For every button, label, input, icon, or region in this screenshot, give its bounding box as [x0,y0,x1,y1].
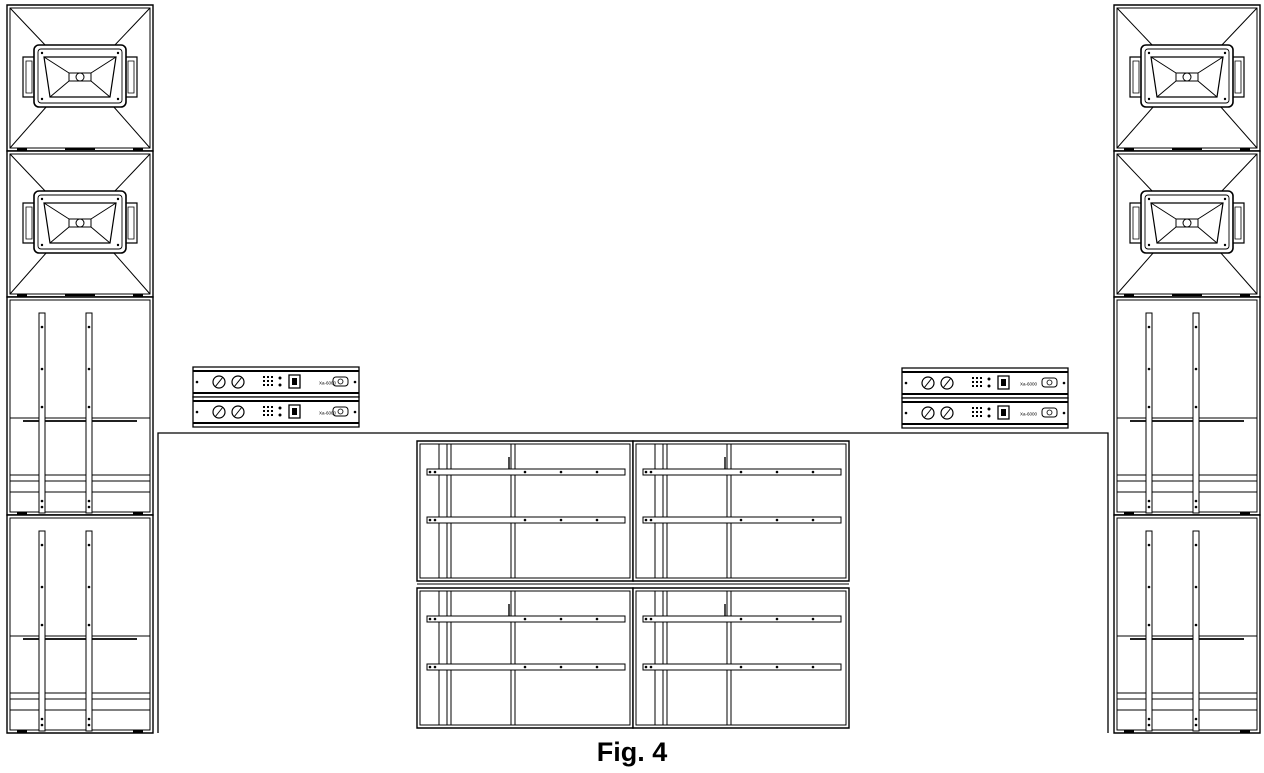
left-horn-speaker-top [6,4,154,152]
right-subwoofer-lower [1113,514,1261,734]
left-subwoofer-lower [6,514,154,734]
right-speaker-stack [1113,4,1261,734]
right-amplifier-upper-label: Xa-6000 [1020,382,1038,387]
center-subwoofer-bottom-left [416,587,634,729]
left-subwoofer-upper [6,296,154,516]
right-amplifier-lower-label: Xa-6000 [1020,412,1038,417]
left-amplifier-upper-label: Xa-6000 [319,381,337,386]
center-subwoofer-bottom-right [632,587,850,729]
right-amplifier-lower [901,397,1069,429]
center-subwoofer-top-right [632,440,850,582]
right-subwoofer-upper [1113,296,1261,516]
figure-caption: Fig. 4 [596,737,668,767]
right-horn-speaker-bottom [1113,150,1261,298]
left-amplifier-rack: Xa-6000 Xa-6000 [192,366,360,428]
left-horn-speaker-bottom [6,150,154,298]
center-subwoofer-top-left [416,440,634,582]
stage-table [158,433,1108,733]
right-amplifier-rack: Xa-6000 Xa-6000 [901,367,1069,429]
right-horn-speaker-top [1113,4,1261,152]
right-amplifier-upper [901,367,1069,399]
center-subwoofer-block [416,440,850,729]
left-amplifier-lower-label: Xa-6000 [319,411,337,416]
left-speaker-stack [6,4,154,734]
